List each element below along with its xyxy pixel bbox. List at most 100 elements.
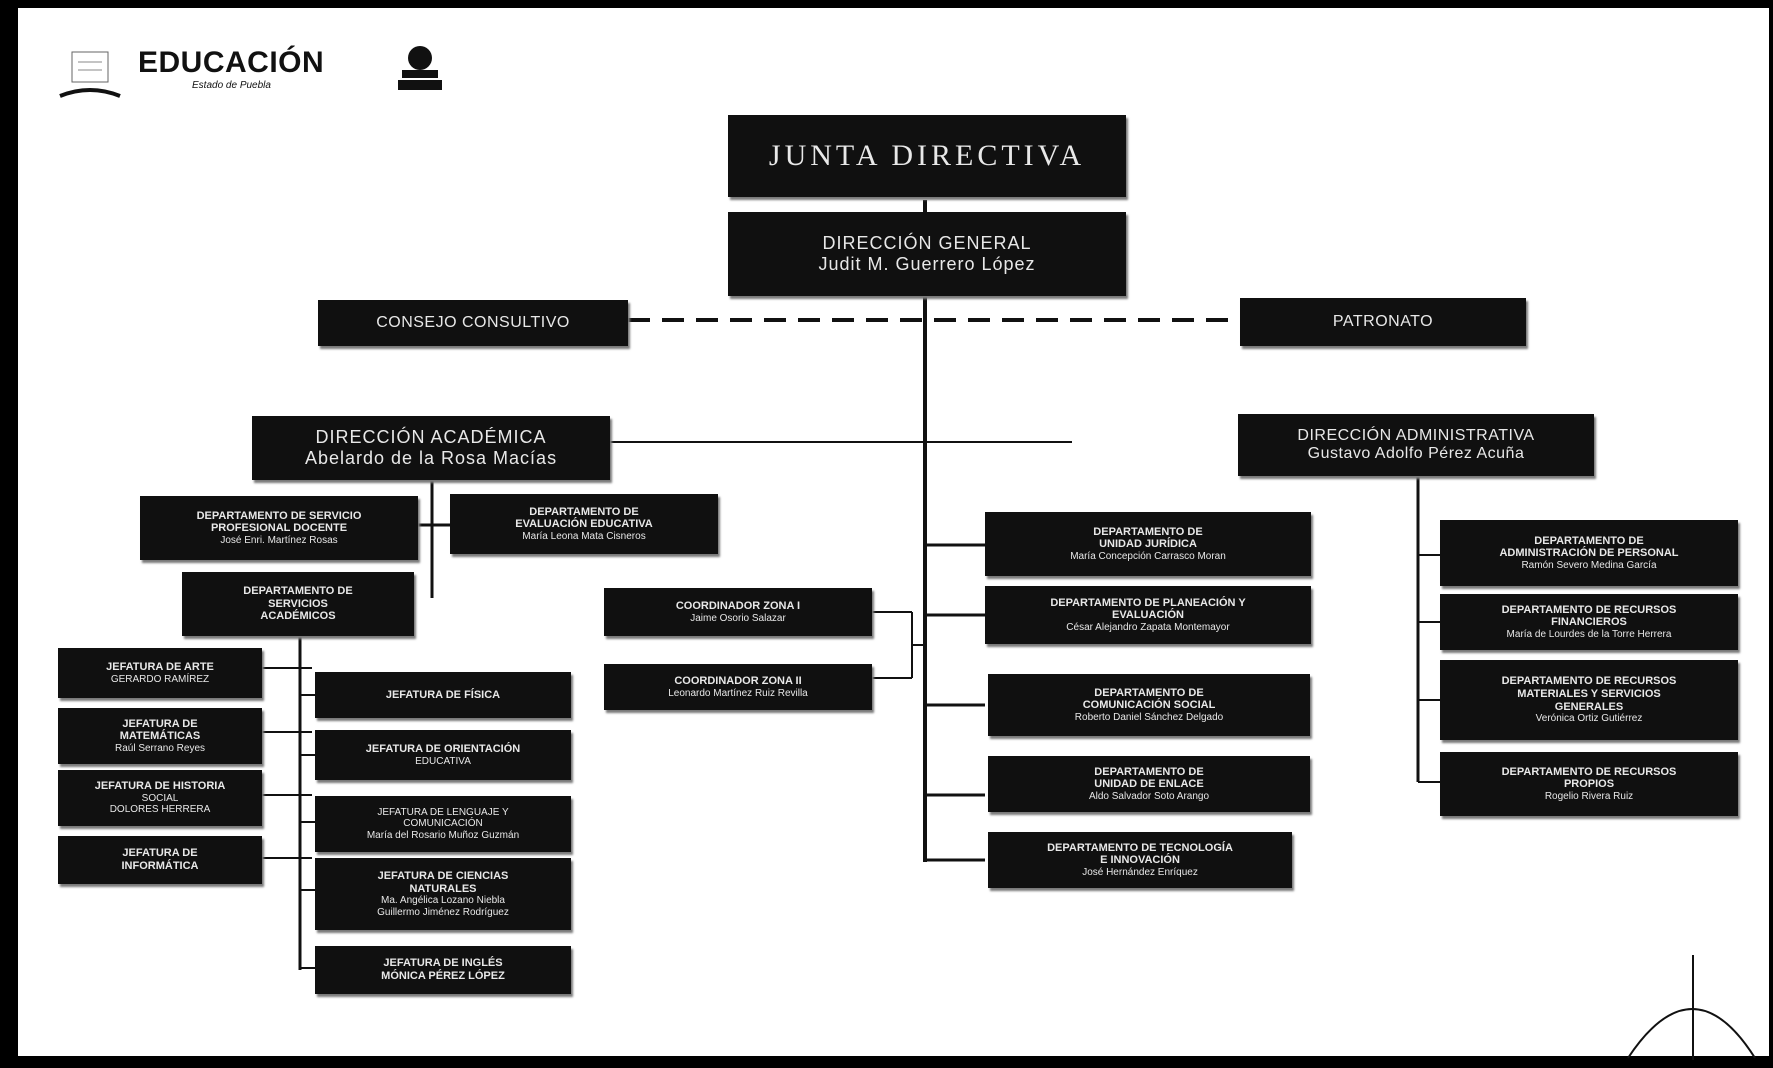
dept-person: María de Lourdes de la Torre Herrera: [1506, 628, 1672, 640]
dg-person: Judit M. Guerrero López: [818, 254, 1036, 274]
jefatura-person: Ma. Angélica Lozano Niebla: [381, 895, 505, 907]
dept-unidad-juridica-box: DEPARTAMENTO DE UNIDAD JURÍDICA María Co…: [985, 512, 1311, 576]
dept-line: ACADÉMICOS: [260, 610, 336, 623]
jefatura-fisica-box: JEFATURA DE FÍSICA: [315, 672, 571, 718]
dept-line: DEPARTAMENTO DE: [1094, 765, 1204, 778]
jefatura-line: JEFATURA DE INGLÉS: [383, 957, 503, 970]
dept-line: SERVICIOS: [268, 597, 328, 610]
dept-line: UNIDAD JURÍDICA: [1099, 538, 1197, 551]
logo-subtitle: Estado de Puebla: [192, 80, 271, 91]
jefatura-person: Raúl Serrano Reyes: [114, 742, 206, 754]
jefatura-line: JEFATURA DE: [122, 717, 198, 730]
dept-person: José Hernández Enríquez: [1082, 866, 1198, 878]
dept-person: María Concepción Carrasco Moran: [1070, 550, 1226, 562]
jefatura-line: SOCIAL: [141, 792, 179, 804]
dept-line: EVALUACIÓN EDUCATIVA: [515, 518, 653, 531]
institution-logo-icon: [398, 46, 442, 90]
dept-line: PROPIOS: [1563, 778, 1615, 791]
jefatura-line: EDUCATIVA: [415, 755, 471, 767]
dept-line: DEPARTAMENTO DE: [529, 505, 639, 518]
consejo-title: CONSEJO CONSULTIVO: [376, 313, 570, 331]
state-seal-icon: [59, 51, 121, 98]
coordinacion-zona-1-box: COORDINADOR ZONA I Jaime Osorio Salazar: [604, 588, 872, 636]
direccion-general-box: DIRECCIÓN GENERAL Judit M. Guerrero Lópe…: [728, 212, 1126, 296]
dept-line: EVALUACIÓN: [1112, 609, 1184, 622]
jefatura-line: NATURALES: [409, 882, 477, 895]
logo-title: EDUCACIÓN: [138, 46, 325, 79]
dept-planeacion-box: DEPARTAMENTO DE PLANEACIÓN Y EVALUACIÓN …: [985, 586, 1311, 644]
jefatura-person: María del Rosario Muñoz Guzmán: [366, 829, 520, 841]
dept-servicios-academicos-box: DEPARTAMENTO DE SERVICIOS ACADÉMICOS: [182, 572, 414, 636]
patronato-title: PATRONATO: [1332, 312, 1434, 330]
dept-line: DEPARTAMENTO DE: [1093, 525, 1203, 538]
dept-person: Ramón Severo Medina García: [1521, 559, 1657, 571]
dept-line: UNIDAD DE ENLACE: [1094, 778, 1204, 791]
dept-unidad-enlace-box: DEPARTAMENTO DE UNIDAD DE ENLACE Aldo Sa…: [988, 756, 1310, 812]
jefatura-person: Guillermo Jiménez Rodríguez: [377, 906, 509, 918]
dg-title: DIRECCIÓN GENERAL: [822, 233, 1032, 254]
jefatura-line: MÓNICA PÉREZ LÓPEZ: [381, 970, 505, 982]
dept-line: DEPARTAMENTO DE TECNOLOGÍA: [1047, 841, 1233, 854]
dept-line: COMUNICACIÓN SOCIAL: [1082, 699, 1216, 712]
jefatura-line: JEFATURA DE: [122, 847, 198, 860]
jefatura-line: JEFATURA DE ARTE: [106, 660, 214, 673]
dept-evaluacion-educativa-box: DEPARTAMENTO DE EVALUACIÓN EDUCATIVA Mar…: [450, 494, 718, 554]
jefatura-line: JEFATURA DE HISTORIA: [94, 780, 226, 793]
dept-line: E INNOVACIÓN: [1100, 854, 1180, 867]
dept-person: Rogelio Rivera Ruiz: [1544, 790, 1634, 802]
dept-line: PROFESIONAL DOCENTE: [210, 522, 348, 535]
jefatura-line: INFORMÁTICA: [121, 860, 199, 872]
dept-line: GENERALES: [1554, 700, 1624, 713]
direccion-administrativa-box: DIRECCIÓN ADMINISTRATIVA Gustavo Adolfo …: [1238, 414, 1594, 476]
coordinacion-person: Jaime Osorio Salazar: [690, 612, 786, 624]
dept-person: César Alejandro Zapata Montemayor: [1066, 621, 1230, 633]
dept-line: ADMINISTRACIÓN DE PERSONAL: [1499, 547, 1679, 560]
dept-comunicacion-social-box: DEPARTAMENTO DE COMUNICACIÓN SOCIAL Robe…: [988, 674, 1310, 736]
direccion-academica-box: DIRECCIÓN ACADÉMICA Abelardo de la Rosa …: [252, 416, 610, 480]
coordinacion-line: COORDINADOR ZONA II: [674, 674, 802, 687]
jefatura-ingles-box: JEFATURA DE INGLÉS MÓNICA PÉREZ LÓPEZ: [315, 946, 571, 994]
coordinacion-zona-2-box: COORDINADOR ZONA II Leonardo Martínez Ru…: [604, 664, 872, 710]
academica-title: DIRECCIÓN ACADÉMICA: [315, 427, 547, 448]
dept-recursos-financieros-box: DEPARTAMENTO DE RECURSOS FINANCIEROS Mar…: [1440, 594, 1738, 650]
dept-person: Aldo Salvador Soto Arango: [1088, 790, 1210, 802]
jefatura-informatica-box: JEFATURA DE INFORMÁTICA: [58, 836, 262, 884]
dept-line: DEPARTAMENTO DE PLANEACIÓN Y: [1050, 596, 1246, 609]
dept-person: José Enri. Martínez Rosas: [220, 534, 338, 546]
consejo-consultivo-box: CONSEJO CONSULTIVO: [318, 300, 628, 346]
dept-line: FINANCIEROS: [1551, 616, 1627, 629]
dept-servicio-profesional-box: DEPARTAMENTO DE SERVICIO PROFESIONAL DOC…: [140, 496, 418, 560]
jefatura-arte-box: JEFATURA DE ARTE GERARDO RAMÍREZ: [58, 648, 262, 698]
jefatura-line: JEFATURA DE LENGUAJE Y: [377, 806, 509, 818]
jefatura-matematicas-box: JEFATURA DE MATEMÁTICAS Raúl Serrano Rey…: [58, 708, 262, 764]
jefatura-line: JEFATURA DE FÍSICA: [385, 688, 501, 701]
dept-line: DEPARTAMENTO DE: [1094, 686, 1204, 699]
dept-line: DEPARTAMENTO DE SERVICIO: [196, 509, 362, 522]
jefatura-line: JEFATURA DE ORIENTACIÓN: [365, 742, 521, 755]
jefatura-line: COMUNICACIÓN: [403, 818, 483, 830]
dept-recursos-propios-box: DEPARTAMENTO DE RECURSOS PROPIOS Rogelio…: [1440, 752, 1738, 816]
dept-line: DEPARTAMENTO DE: [243, 585, 353, 598]
coordinacion-line: COORDINADOR ZONA I: [675, 599, 801, 612]
jefatura-line: JEFATURA DE CIENCIAS: [377, 869, 509, 882]
dept-line: DEPARTAMENTO DE RECURSOS: [1501, 603, 1677, 616]
administrativa-title: DIRECCIÓN ADMINISTRATIVA: [1297, 426, 1535, 444]
dept-line: MATERIALES Y SERVICIOS: [1517, 687, 1661, 700]
dept-line: DEPARTAMENTO DE: [1534, 534, 1644, 547]
administrativa-person: Gustavo Adolfo Pérez Acuña: [1307, 445, 1525, 462]
academica-person: Abelardo de la Rosa Macías: [304, 448, 558, 468]
dept-administracion-personal-box: DEPARTAMENTO DE ADMINISTRACIÓN DE PERSON…: [1440, 520, 1738, 586]
junta-title: JUNTA DIRECTIVA: [768, 138, 1086, 172]
patronato-box: PATRONATO: [1240, 298, 1526, 346]
jefatura-orientacion-box: JEFATURA DE ORIENTACIÓN EDUCATIVA: [315, 730, 571, 780]
jefatura-line: GERARDO RAMÍREZ: [110, 673, 210, 685]
jefatura-line: MATEMÁTICAS: [119, 730, 201, 743]
dept-person: Verónica Ortiz Gutiérrez: [1535, 713, 1643, 725]
jefatura-ciencias-box: JEFATURA DE CIENCIAS NATURALES Ma. Angél…: [315, 858, 571, 930]
jefatura-person: DOLORES HERRERA: [109, 804, 211, 816]
dept-recursos-materiales-box: DEPARTAMENTO DE RECURSOS MATERIALES Y SE…: [1440, 660, 1738, 740]
dept-tecnologia-box: DEPARTAMENTO DE TECNOLOGÍA E INNOVACIÓN …: [988, 832, 1292, 888]
jefatura-lenguaje-box: JEFATURA DE LENGUAJE Y COMUNICACIÓN Marí…: [315, 796, 571, 852]
